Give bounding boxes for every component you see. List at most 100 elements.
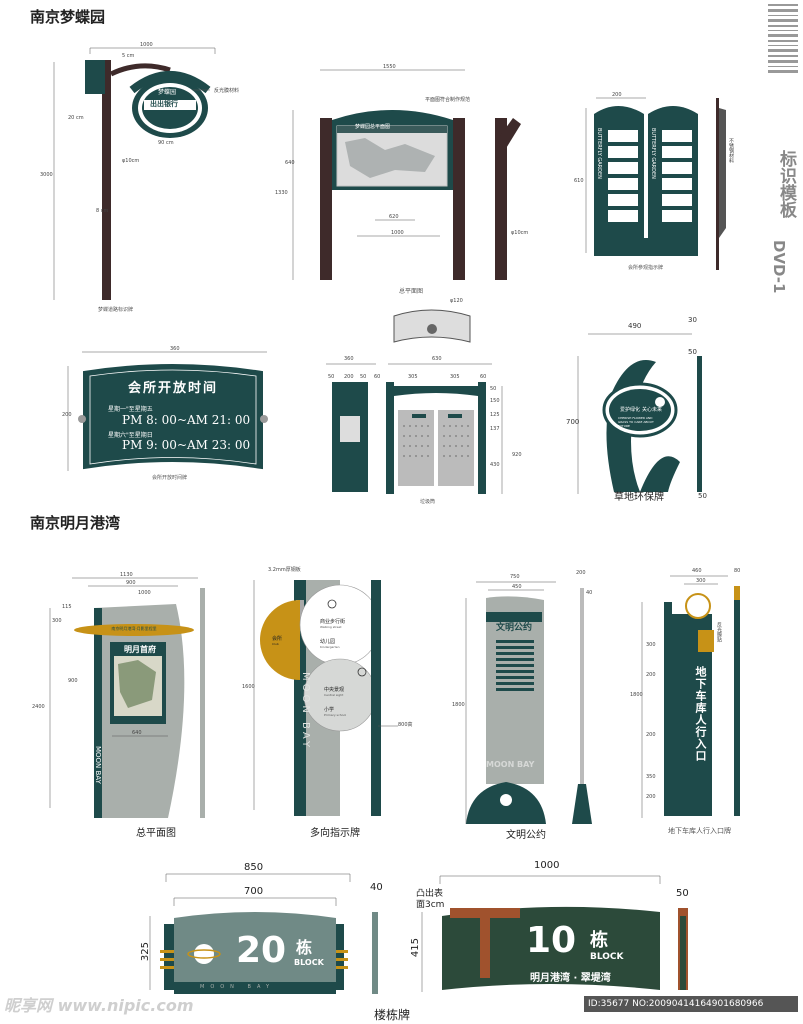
multi-item1: 商业步行街 — [320, 619, 346, 625]
civility-dim-2: 200 — [576, 570, 586, 576]
parking-dim-6: 200 — [646, 732, 656, 738]
barcode-stamp — [766, 0, 800, 80]
road-dim-6: 3000 — [40, 172, 53, 178]
hours-dim-1: 200 — [62, 412, 72, 418]
b10-unit-en: BLOCK — [590, 952, 624, 962]
road-dim-2: 20 cm — [68, 115, 84, 121]
road-dim-3: 90 cm — [158, 140, 174, 146]
civility-drawing: 文明公约 MOON BAY 750 450 200 40 1800 文明公约 — [440, 568, 608, 841]
civility-brand: MOON BAY — [486, 760, 535, 769]
plan-board-drawing: 梦蝶园总平面图 平面图符合制作规范 1550 640 1330 620 1000… — [275, 60, 545, 300]
hours-row2-time: PM 9: 00~AM 23: 00 — [122, 438, 251, 452]
building-10-drawing: 1000 415 50 凸出表 面3cm 10 栋 BLOCK 明月港湾 · 翠… — [410, 856, 694, 1006]
multi-club-en: Club — [272, 642, 279, 646]
bin-dim-t2: 305 — [450, 374, 460, 380]
multi-item2: 幼儿园 — [320, 639, 336, 645]
plan-dim-0: 1550 — [383, 64, 396, 70]
road-dim-4: φ10cm — [122, 158, 140, 164]
bin-dim-t3: 60 — [480, 374, 487, 380]
b10-unit: 栋 — [590, 930, 608, 951]
master-dim-5: 900 — [68, 678, 78, 684]
parking-dim-4: 200 — [646, 672, 656, 678]
hours-row2-label: 星期六"至星期日 — [108, 432, 153, 439]
bin-dim-l2: 200 — [344, 374, 354, 380]
master-board-title: 明月首府 — [124, 645, 156, 654]
b10-dim-2: 50 — [676, 888, 689, 899]
road-sign-text-2: 出出银行 — [150, 100, 178, 108]
parking-dim-7: 350 — [646, 774, 656, 780]
b10-dim-0: 1000 — [534, 860, 560, 871]
bin-dim-l3: 50 — [360, 374, 367, 380]
parking-note: 反光膜贴 — [716, 622, 722, 642]
road-note: 反光膜材料 — [214, 88, 240, 94]
plan-dim-3: 620 — [389, 214, 399, 220]
directory-vertical-en-2: BUTTERFLY GARDEN — [650, 128, 656, 179]
b20-dim-0: 850 — [244, 862, 264, 873]
parking-dim-3: 300 — [646, 642, 656, 648]
hours-dim-0: 360 — [170, 346, 180, 352]
b20-unit: 栋 — [296, 938, 313, 957]
multi-note: 3.2mm厚钢板 — [268, 567, 301, 573]
multi-caption: 多向指示牌 — [310, 828, 360, 839]
civility-title: 文明公约 — [496, 623, 533, 633]
master-dim-3: 115 — [62, 604, 72, 610]
road-sign-text-1: 梦蝶园 — [158, 89, 177, 96]
grass-dim-3: 700 — [566, 418, 580, 426]
hours-board-drawing: 会所开放时间 星期一"至星期五 PM 8: 00~AM 21: 00 星期六"至… — [62, 346, 284, 486]
directory-vertical-en-1: BUTTERFLY GARDEN — [596, 128, 602, 179]
hours-title: 会所开放时间 — [127, 381, 218, 396]
footer-watermark: 昵享网 www.nipic.com — [4, 996, 194, 1015]
multi-item4-en: Primary school — [324, 713, 347, 717]
parking-drawing: 地下车库人行入口 反光膜贴 460 300 80 300 200 1800 20… — [628, 562, 758, 840]
master-vertical-en: MOON BAY — [94, 746, 102, 784]
bin-dim-t0: 630 — [432, 356, 442, 362]
multi-item1-en: Walking street — [320, 625, 342, 629]
master-dim-0: 1130 — [120, 572, 133, 578]
b20-unit-en: BLOCK — [294, 958, 324, 967]
side-label-vertical: 标识模板 — [776, 150, 796, 218]
master-dim-6: 2400 — [32, 704, 45, 710]
bin-dim-t1: 305 — [408, 374, 418, 380]
civility-dim-4: 1800 — [452, 702, 465, 708]
b10-dim-1: 415 — [410, 938, 421, 958]
b20-number: 20 — [236, 930, 287, 971]
directory-drawing: BUTTERFLY GARDEN BUTTERFLY GARDEN 不锈钢材料 … — [568, 88, 743, 288]
parking-dim-0: 460 — [692, 568, 702, 574]
master-plan-drawing: 明月首府 南京明月港湾·月影里程里 MOON BAY 1130 900 1000… — [28, 568, 218, 840]
road-dim-0: 1000 — [140, 42, 153, 48]
grass-text-en: CHERISH FLOWER AND GRASS TO CARE ABOUT F… — [618, 416, 654, 428]
section-title-moonbay: 南京明月港湾 — [30, 514, 121, 532]
civility-dim-1: 450 — [512, 584, 522, 590]
grass-dim-0: 490 — [628, 322, 642, 330]
b10-note-2: 面3cm — [416, 900, 445, 910]
building-20-drawing: 850 700 325 40 20 栋 BLOCK MOON BAY — [140, 862, 390, 1012]
multi-dim-0: 1600 — [242, 684, 255, 690]
multi-item3: 中央景观 — [324, 687, 345, 693]
grass-text-2: 关心未来 — [642, 407, 663, 413]
master-dim-2: 1000 — [138, 590, 151, 596]
multi-direction-drawing: 3.2mm厚钢板 商业步行街 Walking street 幼儿园 Kinder… — [238, 560, 438, 842]
master-dim-4: 300 — [52, 618, 62, 624]
plan-board-header: 梦蝶园总平面图 — [355, 124, 391, 130]
master-dim-7: 640 — [132, 730, 142, 736]
road-caption: 梦蝶道路标识牌 — [98, 307, 134, 313]
plan-board-caption: 总平面图 — [399, 288, 424, 295]
bin-dim-l1: 50 — [328, 374, 335, 380]
bin-dim-l0: 360 — [344, 356, 354, 362]
road-dim-1: 5 cm — [122, 53, 135, 59]
b10-number: 10 — [526, 920, 577, 961]
plan-dim-5: φ10cm — [511, 230, 529, 236]
master-banner: 南京明月港湾·月影里程里 — [111, 626, 157, 631]
multi-item4: 小学 — [324, 707, 335, 713]
grass-dim-4: 50 — [698, 492, 707, 500]
directory-dim-1: 610 — [574, 178, 584, 184]
directory-note: 不锈钢材料 — [728, 138, 734, 163]
directory-caption: 会所参观指示牌 — [628, 265, 664, 271]
plan-dim-2: 1330 — [275, 190, 288, 196]
bin-drawing: φ120 360 50 200 50 60 630 305 305 60 50 … — [316, 296, 534, 506]
side-label-code: DVD-1 — [770, 240, 788, 294]
road-dim-5: 8 cm — [96, 208, 109, 214]
plan-dim-4: 1000 — [391, 230, 404, 236]
plan-dim-1: 640 — [285, 160, 295, 166]
parking-caption: 地下车库人行入口牌 — [668, 827, 731, 835]
